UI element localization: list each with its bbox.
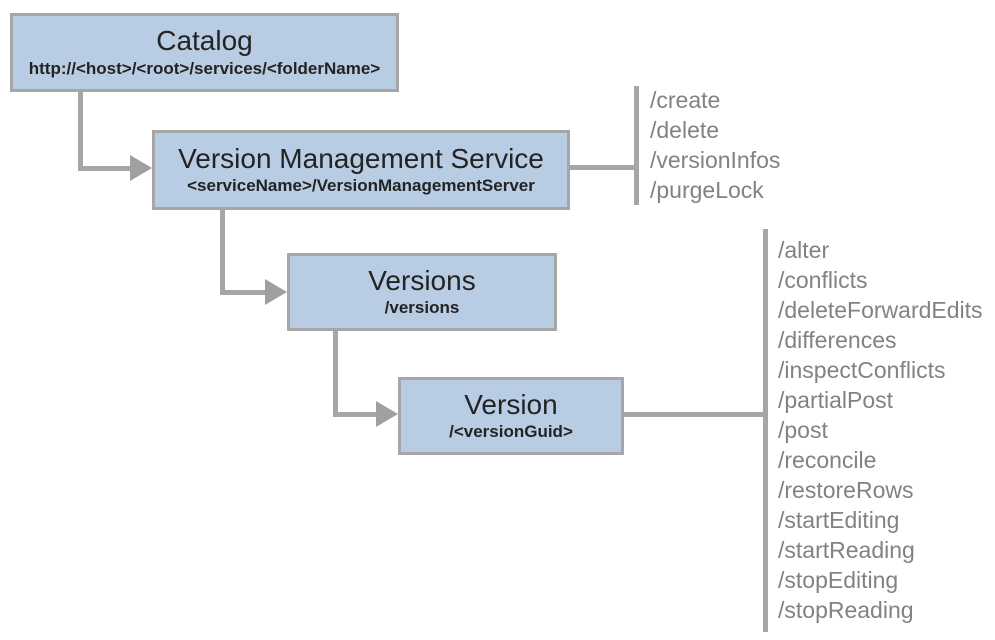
version-url: /<versionGuid> xyxy=(449,422,573,442)
operation-item: /versionInfos xyxy=(650,147,781,173)
vms-url: <serviceName>/VersionManagementServer xyxy=(187,176,535,196)
vms-operations-bracket-line xyxy=(634,86,639,205)
version-operations-bracket-line xyxy=(763,229,768,632)
connector-catalog-to-vms-vertical xyxy=(78,91,83,170)
operation-item: /create xyxy=(650,87,721,113)
connector-vms-to-versions-vertical xyxy=(220,208,225,295)
operation-item: /delete xyxy=(650,117,720,143)
operation-item: /purgeLock xyxy=(650,177,764,203)
connector-version-to-operations xyxy=(623,412,766,417)
connector-versions-to-version-vertical xyxy=(333,329,338,417)
arrowhead-into-version-icon xyxy=(376,401,398,427)
connector-vms-to-versions-horizontal xyxy=(220,290,268,295)
vms-title: Version Management Service xyxy=(178,142,544,174)
connector-versions-to-version-horizontal xyxy=(333,412,379,417)
operation-item: /restoreRows xyxy=(778,477,914,503)
catalog-url: http://<host>/<root>/services/<folderNam… xyxy=(28,58,381,78)
version-operations-list: /alter /conflicts /deleteForwardEdits /d… xyxy=(778,235,983,625)
operation-item: /stopReading xyxy=(778,597,914,623)
versions-title: Versions xyxy=(368,264,476,296)
node-catalog: Catalog http://<host>/<root>/services/<f… xyxy=(10,13,399,92)
node-version-management-service: Version Management Service <serviceName>… xyxy=(152,130,570,210)
vms-operations-list: /create /delete /versionInfos /purgeLock xyxy=(650,85,780,205)
operation-item: /differences xyxy=(778,327,897,353)
version-title: Version xyxy=(464,388,558,420)
operation-item: /partialPost xyxy=(778,387,894,413)
catalog-title: Catalog xyxy=(156,25,253,57)
operation-item: /inspectConflicts xyxy=(778,357,946,383)
operation-item: /stopEditing xyxy=(778,567,899,593)
arrowhead-into-vms-icon xyxy=(130,155,152,181)
operation-item: /startEditing xyxy=(778,507,900,533)
operation-item: /alter xyxy=(778,237,830,263)
node-versions: Versions /versions xyxy=(287,253,557,331)
node-version: Version /<versionGuid> xyxy=(398,377,624,455)
operation-item: /post xyxy=(778,417,828,443)
connector-vms-to-operations xyxy=(570,165,637,170)
operation-item: /reconcile xyxy=(778,447,877,473)
operation-item: /deleteForwardEdits xyxy=(778,297,983,323)
connector-catalog-to-vms-horizontal xyxy=(78,166,133,171)
arrowhead-into-versions-icon xyxy=(265,279,287,305)
operation-item: /conflicts xyxy=(778,267,868,293)
versions-url: /versions xyxy=(384,298,460,318)
operation-item: /startReading xyxy=(778,537,915,563)
